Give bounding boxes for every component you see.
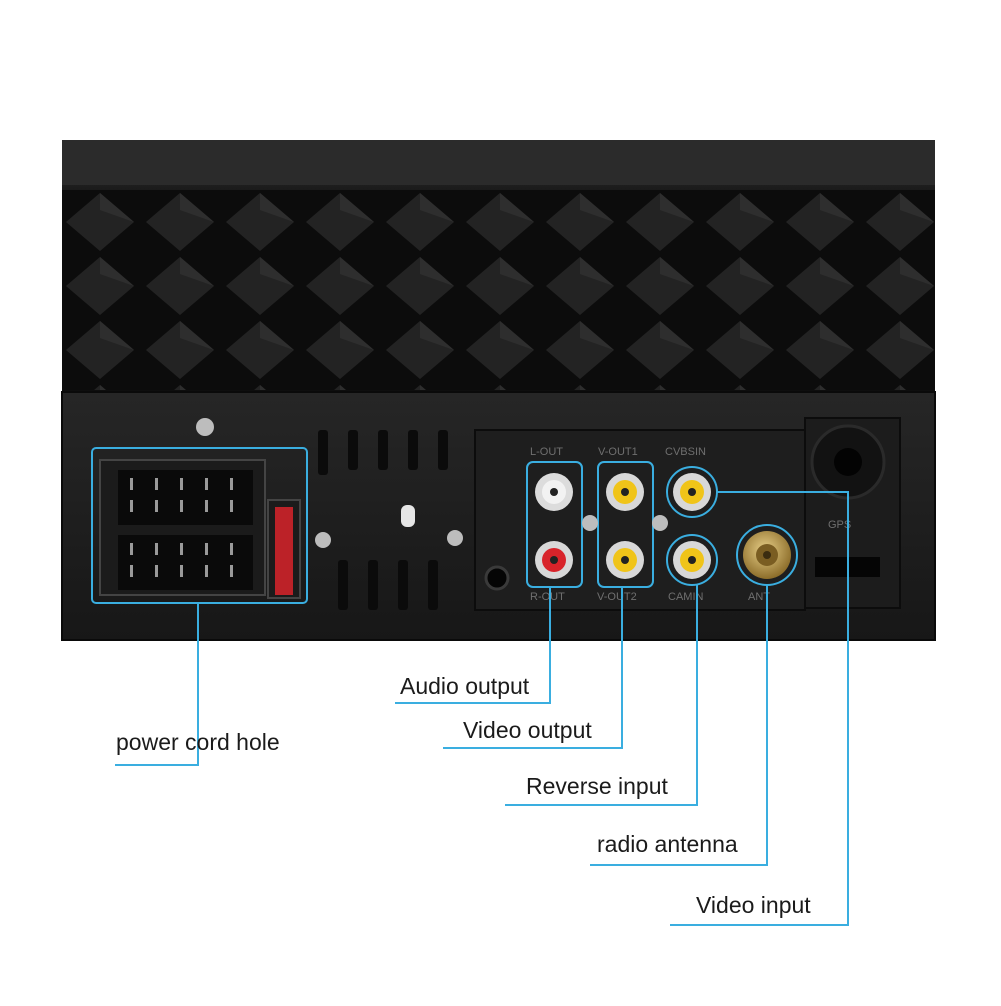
- connector-pin: [155, 500, 158, 512]
- label-l-out: L-OUT: [530, 446, 563, 458]
- connector-pin: [180, 478, 183, 490]
- connector-pin: [180, 543, 183, 555]
- connector-pin: [155, 543, 158, 555]
- leader-lines: [115, 491, 849, 926]
- rca-cvbs-in-yellow: [666, 466, 718, 518]
- gps-port: [810, 424, 886, 577]
- rca-r-out-red: [535, 541, 573, 579]
- radio-antenna-socket: [736, 524, 798, 586]
- iso-power-connector: [91, 418, 331, 604]
- label-r-out: R-OUT: [530, 591, 565, 603]
- connector-pin: [205, 565, 208, 577]
- connector-pin: [130, 500, 133, 512]
- connector-pin: [205, 543, 208, 555]
- callout-power-cord-hole: power cord hole: [116, 729, 280, 755]
- connector-pin: [205, 500, 208, 512]
- connector-pin: [180, 565, 183, 577]
- connector-pin: [130, 478, 133, 490]
- heat-sink-top: [62, 140, 935, 395]
- connector-pin: [155, 565, 158, 577]
- label-v-out1: V-OUT1: [598, 446, 638, 458]
- aux-jack: [484, 565, 510, 591]
- callout-video-output: Video output: [463, 717, 592, 743]
- callout-radio-antenna: radio antenna: [597, 831, 738, 857]
- label-cvbs-in: CVBSIN: [665, 446, 706, 458]
- connector-pin: [205, 478, 208, 490]
- label-v-out2: V-OUT2: [597, 591, 637, 603]
- connector-pin: [130, 565, 133, 577]
- connector-pin: [155, 478, 158, 490]
- callout-audio-output: Audio output: [400, 673, 530, 699]
- connector-pin: [180, 500, 183, 512]
- connector-pin: [130, 543, 133, 555]
- connector-pin: [230, 500, 233, 512]
- vent-slots: [318, 430, 463, 610]
- label-gps: GPS: [828, 519, 851, 531]
- rca-l-out-white: [535, 473, 573, 511]
- rca-cam-in-yellow: [666, 534, 718, 586]
- connector-pin: [230, 478, 233, 490]
- connector-pin: [230, 565, 233, 577]
- rca-v-out2-yellow: [606, 541, 644, 579]
- label-ant: ANT: [748, 591, 770, 603]
- callout-video-input: Video input: [696, 892, 811, 918]
- rear-panel: L-OUT V-OUT1 CVBSIN R-OUT V-OUT2 CAMIN A…: [61, 391, 936, 641]
- connector-pin: [230, 543, 233, 555]
- label-cam-in: CAMIN: [668, 591, 704, 603]
- rca-v-out1-yellow: [606, 473, 644, 511]
- callout-reverse-input: Reverse input: [526, 773, 668, 799]
